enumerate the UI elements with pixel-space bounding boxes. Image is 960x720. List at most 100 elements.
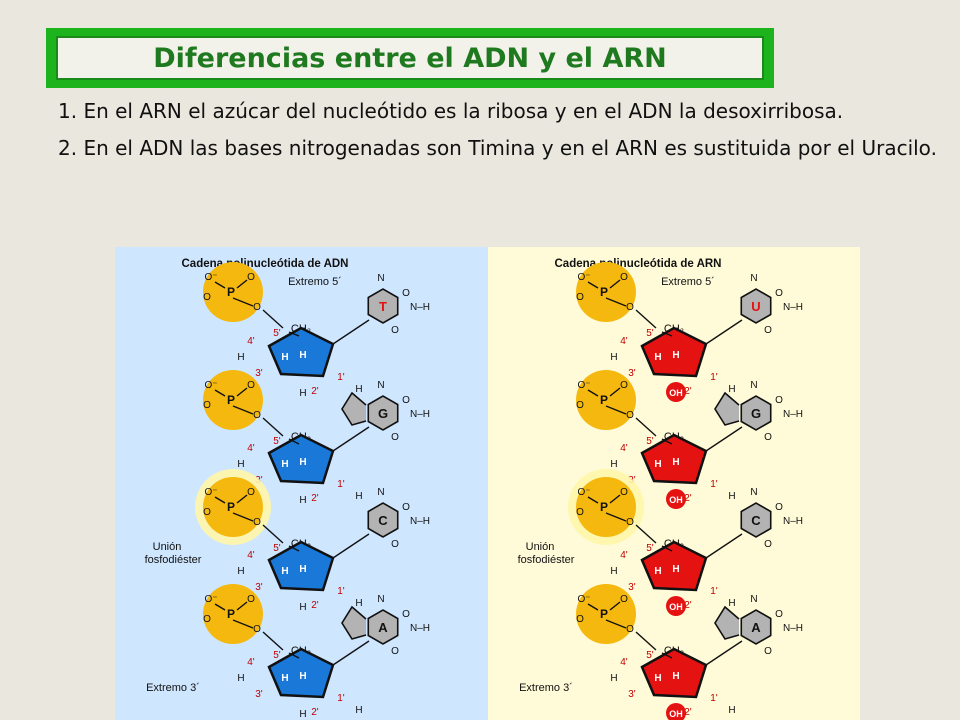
atom-label: H [281, 566, 288, 577]
atom-label: O⁻ [204, 594, 217, 605]
carbon-number: 2' [684, 386, 692, 397]
carbon-number: 2' [311, 600, 319, 611]
hydroxyl-label: OH [669, 388, 683, 398]
bond-line [609, 387, 621, 397]
atom-label: O [626, 410, 634, 421]
hydroxyl-label: OH [669, 495, 683, 505]
atom-label: H [355, 598, 362, 609]
base-letter: T [379, 299, 387, 314]
carbon-number: 2' [684, 707, 692, 718]
arn-panel [488, 247, 860, 720]
bond-line [635, 309, 657, 329]
bond-line [232, 297, 254, 307]
bond-line [609, 494, 621, 504]
atom-label: O [620, 594, 628, 605]
atom-label: H [610, 566, 617, 577]
carbon-number: 2' [684, 600, 692, 611]
bond-label: Unión [153, 541, 182, 553]
phosphate-group [203, 262, 263, 322]
carbon-number: 1' [337, 586, 345, 597]
bond-line [661, 438, 673, 445]
nitrogenous-base [367, 395, 399, 431]
ribose-ring [640, 647, 708, 699]
atom-label: O⁻ [204, 272, 217, 283]
atom-label: H [355, 491, 362, 502]
bond-line [587, 496, 599, 504]
bond-line [288, 652, 300, 659]
hydroxyl-label: OH [669, 709, 683, 719]
title-banner: Diferencias entre el ADN y el ARN [46, 28, 774, 88]
chain-heading: Cadena polinucleótida de ADN [182, 258, 349, 270]
atom-label: O [620, 487, 628, 498]
bond-line [236, 387, 248, 397]
bond-line [262, 524, 284, 544]
bond-line [605, 405, 627, 415]
atom-label: O [391, 432, 399, 443]
five-prime-label: Extremo 5´ [661, 276, 715, 288]
atom-label: H [672, 671, 679, 682]
atom-label: O [764, 539, 772, 550]
bond-line [236, 279, 248, 289]
atom-label: O [203, 292, 211, 303]
nitrogenous-base [740, 288, 772, 324]
atom-label: O [402, 609, 410, 620]
carbon-number: 4' [620, 336, 628, 347]
bond-line [661, 545, 673, 552]
atom-label: O [576, 400, 584, 411]
atom-label: O [626, 624, 634, 635]
phosphorus-label: P [227, 393, 235, 407]
atom-label: H [299, 350, 306, 361]
atom-label: O [576, 614, 584, 625]
bond-line [332, 533, 370, 559]
bond-line [705, 533, 743, 559]
adn-panel [115, 247, 488, 720]
carbon-number: 1' [710, 479, 718, 490]
bond-line [587, 281, 599, 289]
hydroxyl-group [666, 489, 686, 509]
atom-label: H [299, 457, 306, 468]
bond-line [661, 331, 673, 337]
atom-label: O [775, 609, 783, 620]
ribose-ring [640, 433, 708, 485]
atom-label: O [391, 325, 399, 336]
atom-label: N–H [783, 623, 803, 634]
atom-label: O [576, 292, 584, 303]
atom-label: N [750, 273, 757, 284]
atom-label: O [626, 517, 634, 528]
atom-label: H [237, 459, 244, 470]
carbon-number: 1' [710, 586, 718, 597]
atom-label: O⁻ [577, 380, 590, 391]
bond-line [605, 619, 627, 629]
atom-label: N–H [783, 516, 803, 527]
bond-line [232, 512, 254, 522]
bond-line [214, 496, 226, 504]
atom-label: N–H [410, 409, 430, 420]
atom-label: H [672, 564, 679, 575]
atom-label: O⁻ [204, 380, 217, 391]
atom-label: O [247, 594, 255, 605]
carbon-number: 4' [247, 657, 255, 668]
bond-line [587, 389, 599, 397]
atom-label: H [654, 459, 661, 470]
atom-label: O⁻ [577, 272, 590, 283]
atom-label: H [237, 673, 244, 684]
base-letter: C [378, 513, 388, 528]
atom-label: O [203, 614, 211, 625]
carbon-number: 3' [628, 582, 636, 593]
atom-label: N [750, 487, 757, 498]
carbon-number: 4' [247, 336, 255, 347]
hydroxyl-group [666, 382, 686, 402]
deoxyribose-ring [267, 326, 335, 378]
base-letter: A [751, 620, 761, 635]
atom-label: O [764, 646, 772, 657]
atom-label: O [775, 395, 783, 406]
ribose-ring [640, 540, 708, 592]
carbon-number: 5' [646, 650, 654, 661]
phosphorus-label: P [600, 285, 608, 299]
bond-line [288, 438, 300, 445]
bond-line [635, 417, 657, 437]
bond-line [288, 331, 300, 337]
bond-line [332, 426, 370, 452]
